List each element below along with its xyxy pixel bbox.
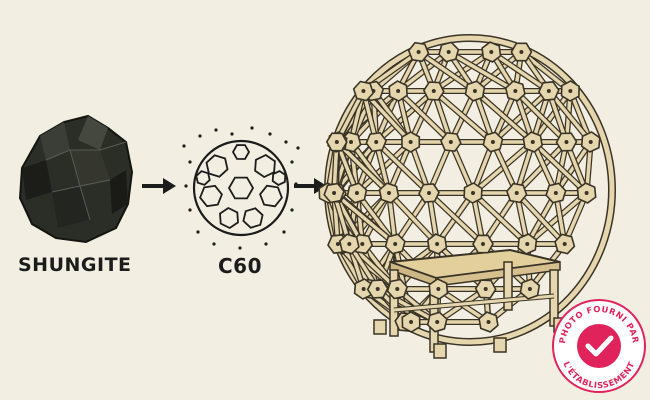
- geodesic-dome: [318, 34, 616, 359]
- shungite-rock-icon: [18, 114, 134, 244]
- c60-label: C60: [218, 254, 263, 278]
- arrow-right-icon: [142, 178, 176, 194]
- c60-molecule-icon: [182, 126, 300, 250]
- arrow-right-icon: [294, 178, 327, 194]
- checkmark-circle: [577, 324, 621, 368]
- checkmark-icon: [585, 335, 614, 357]
- provided-photo-badge: PHOTO FOURNI PAR L'ÉTABLISSEMENT: [552, 299, 646, 393]
- shungite-label: SHUNGITE: [18, 254, 132, 276]
